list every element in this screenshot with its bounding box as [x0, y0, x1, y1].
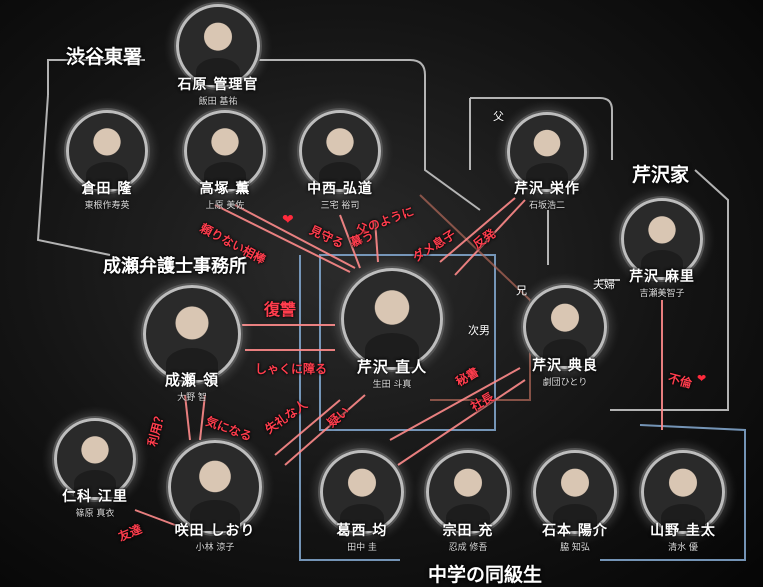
actor-ishimoto: 脇 知弘 [520, 540, 630, 553]
name-sakita: 咲田 しおり [155, 520, 275, 540]
heart-icon-furin: ❤ [697, 372, 706, 385]
character-eisaku: 芹沢 栄作 石坂浩二 [492, 112, 602, 211]
character-sakita: 咲田 しおり 小林 涼子 [155, 440, 275, 553]
actor-noriyoshi: 劇団ひとり [510, 375, 620, 388]
relation-fukushu: 復讐 [264, 296, 296, 320]
actor-ishihara: 飯田 基祐 [163, 94, 273, 107]
role-second-son: 次男 [468, 322, 490, 338]
actor-sakita: 小林 涼子 [155, 540, 275, 553]
name-naoto: 芹沢 直人 [330, 356, 454, 377]
role-couple: 夫婦 [593, 276, 615, 292]
name-naruse: 成瀬 領 [132, 369, 252, 390]
relation-shakuni: しゃくに障る [255, 360, 327, 377]
name-muneta: 宗田 充 [413, 520, 523, 540]
character-nishina: 仁科 江里 篠原 真衣 [40, 418, 150, 519]
actor-eisaku: 石坂浩二 [492, 198, 602, 211]
name-eisaku: 芹沢 栄作 [492, 178, 602, 198]
character-kasai: 葛西 均 田中 圭 [307, 450, 417, 553]
character-naruse: 成瀬 領 大野 智 [132, 285, 252, 403]
name-noriyoshi: 芹沢 典良 [510, 355, 620, 375]
actor-kasai: 田中 圭 [307, 540, 417, 553]
group-label-naruse-office: 成瀬弁護士事務所 [103, 252, 247, 278]
role-father: 父 [493, 108, 504, 124]
actor-nishina: 篠原 真衣 [40, 506, 150, 519]
character-takatsuka: 高塚 薫 上原 美佐 [170, 110, 280, 211]
actor-muneta: 忍成 修吾 [413, 540, 523, 553]
actor-nakanishi: 三宅 裕司 [285, 198, 395, 211]
character-muneta: 宗田 充 忍成 修吾 [413, 450, 523, 553]
character-kurata: 倉田 隆 東根作寿英 [52, 110, 162, 211]
actor-naoto: 生田 斗真 [330, 377, 454, 390]
actor-mari: 吉瀬美智子 [607, 286, 717, 299]
character-yamano: 山野 圭太 清水 優 [628, 450, 738, 553]
character-mari: 芹沢 麻里 吉瀬美智子 [607, 198, 717, 299]
name-takatsuka: 高塚 薫 [170, 178, 280, 198]
character-noriyoshi: 芹沢 典良 劇団ひとり [510, 285, 620, 388]
character-nakanishi: 中西 弘道 三宅 裕司 [285, 110, 395, 211]
group-label-serizawa: 芹沢家 [632, 160, 689, 187]
name-kasai: 葛西 均 [307, 520, 417, 540]
character-ishimoto: 石本 陽介 脇 知弘 [520, 450, 630, 553]
group-label-shibuya: 渋谷東署 [66, 42, 142, 69]
name-yamano: 山野 圭太 [628, 520, 738, 540]
name-ishihara: 石原 管理官 [163, 74, 273, 94]
group-label-classmates: 中学の同級生 [428, 560, 542, 587]
name-mari: 芹沢 麻里 [607, 266, 717, 286]
actor-kurata: 東根作寿英 [52, 198, 162, 211]
actor-yamano: 清水 優 [628, 540, 738, 553]
character-naoto: 芹沢 直人 生田 斗真 [330, 268, 454, 390]
actor-naruse: 大野 智 [132, 390, 252, 403]
name-nakanishi: 中西 弘道 [285, 178, 395, 198]
name-kurata: 倉田 隆 [52, 178, 162, 198]
heart-icon: ❤ [282, 212, 294, 228]
role-elder-brother: 兄 [516, 282, 527, 298]
name-nishina: 仁科 江里 [40, 486, 150, 506]
character-ishihara: 石原 管理官 飯田 基祐 [163, 4, 273, 107]
name-ishimoto: 石本 陽介 [520, 520, 630, 540]
portrait-naoto [341, 268, 443, 370]
actor-takatsuka: 上原 美佐 [170, 198, 280, 211]
